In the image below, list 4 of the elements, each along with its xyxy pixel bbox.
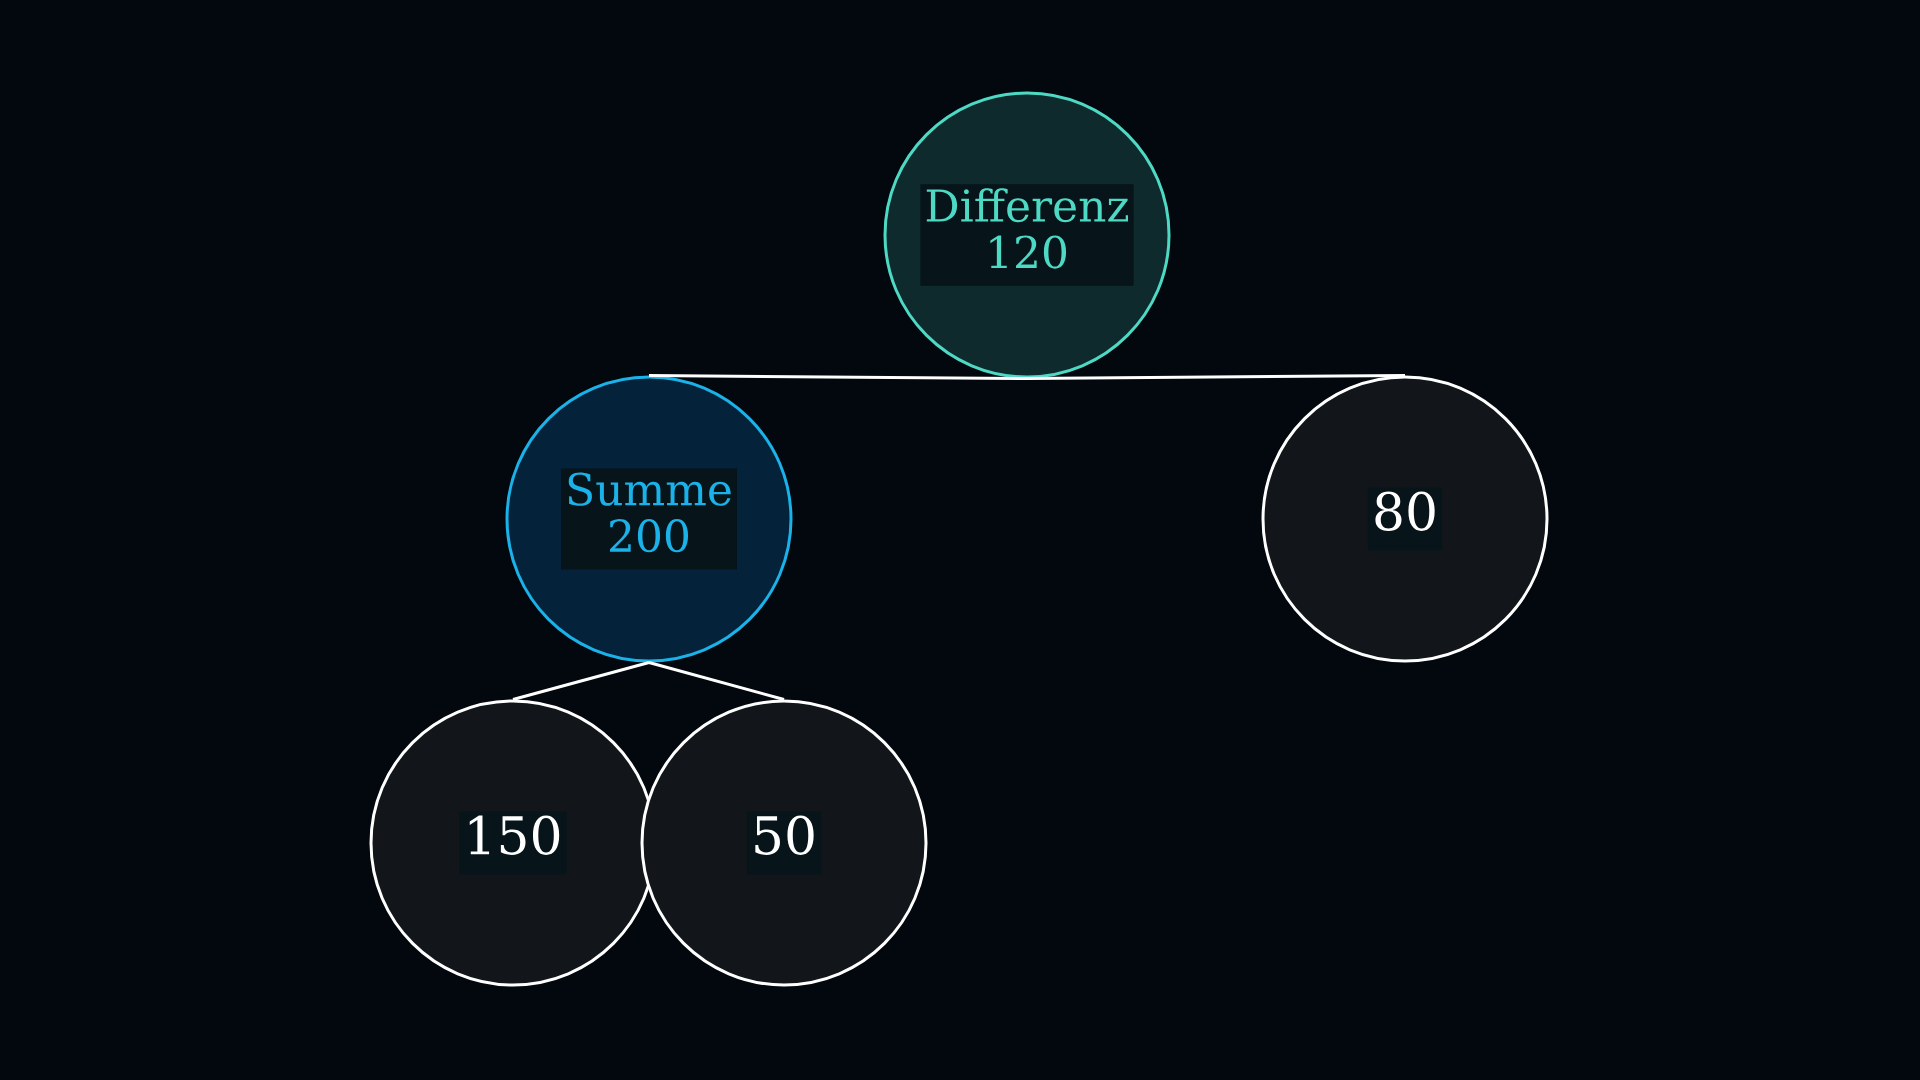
connector-line [512, 661, 650, 701]
connector-line [648, 661, 785, 701]
connector-line [649, 374, 1028, 380]
connector-line [1027, 374, 1406, 380]
